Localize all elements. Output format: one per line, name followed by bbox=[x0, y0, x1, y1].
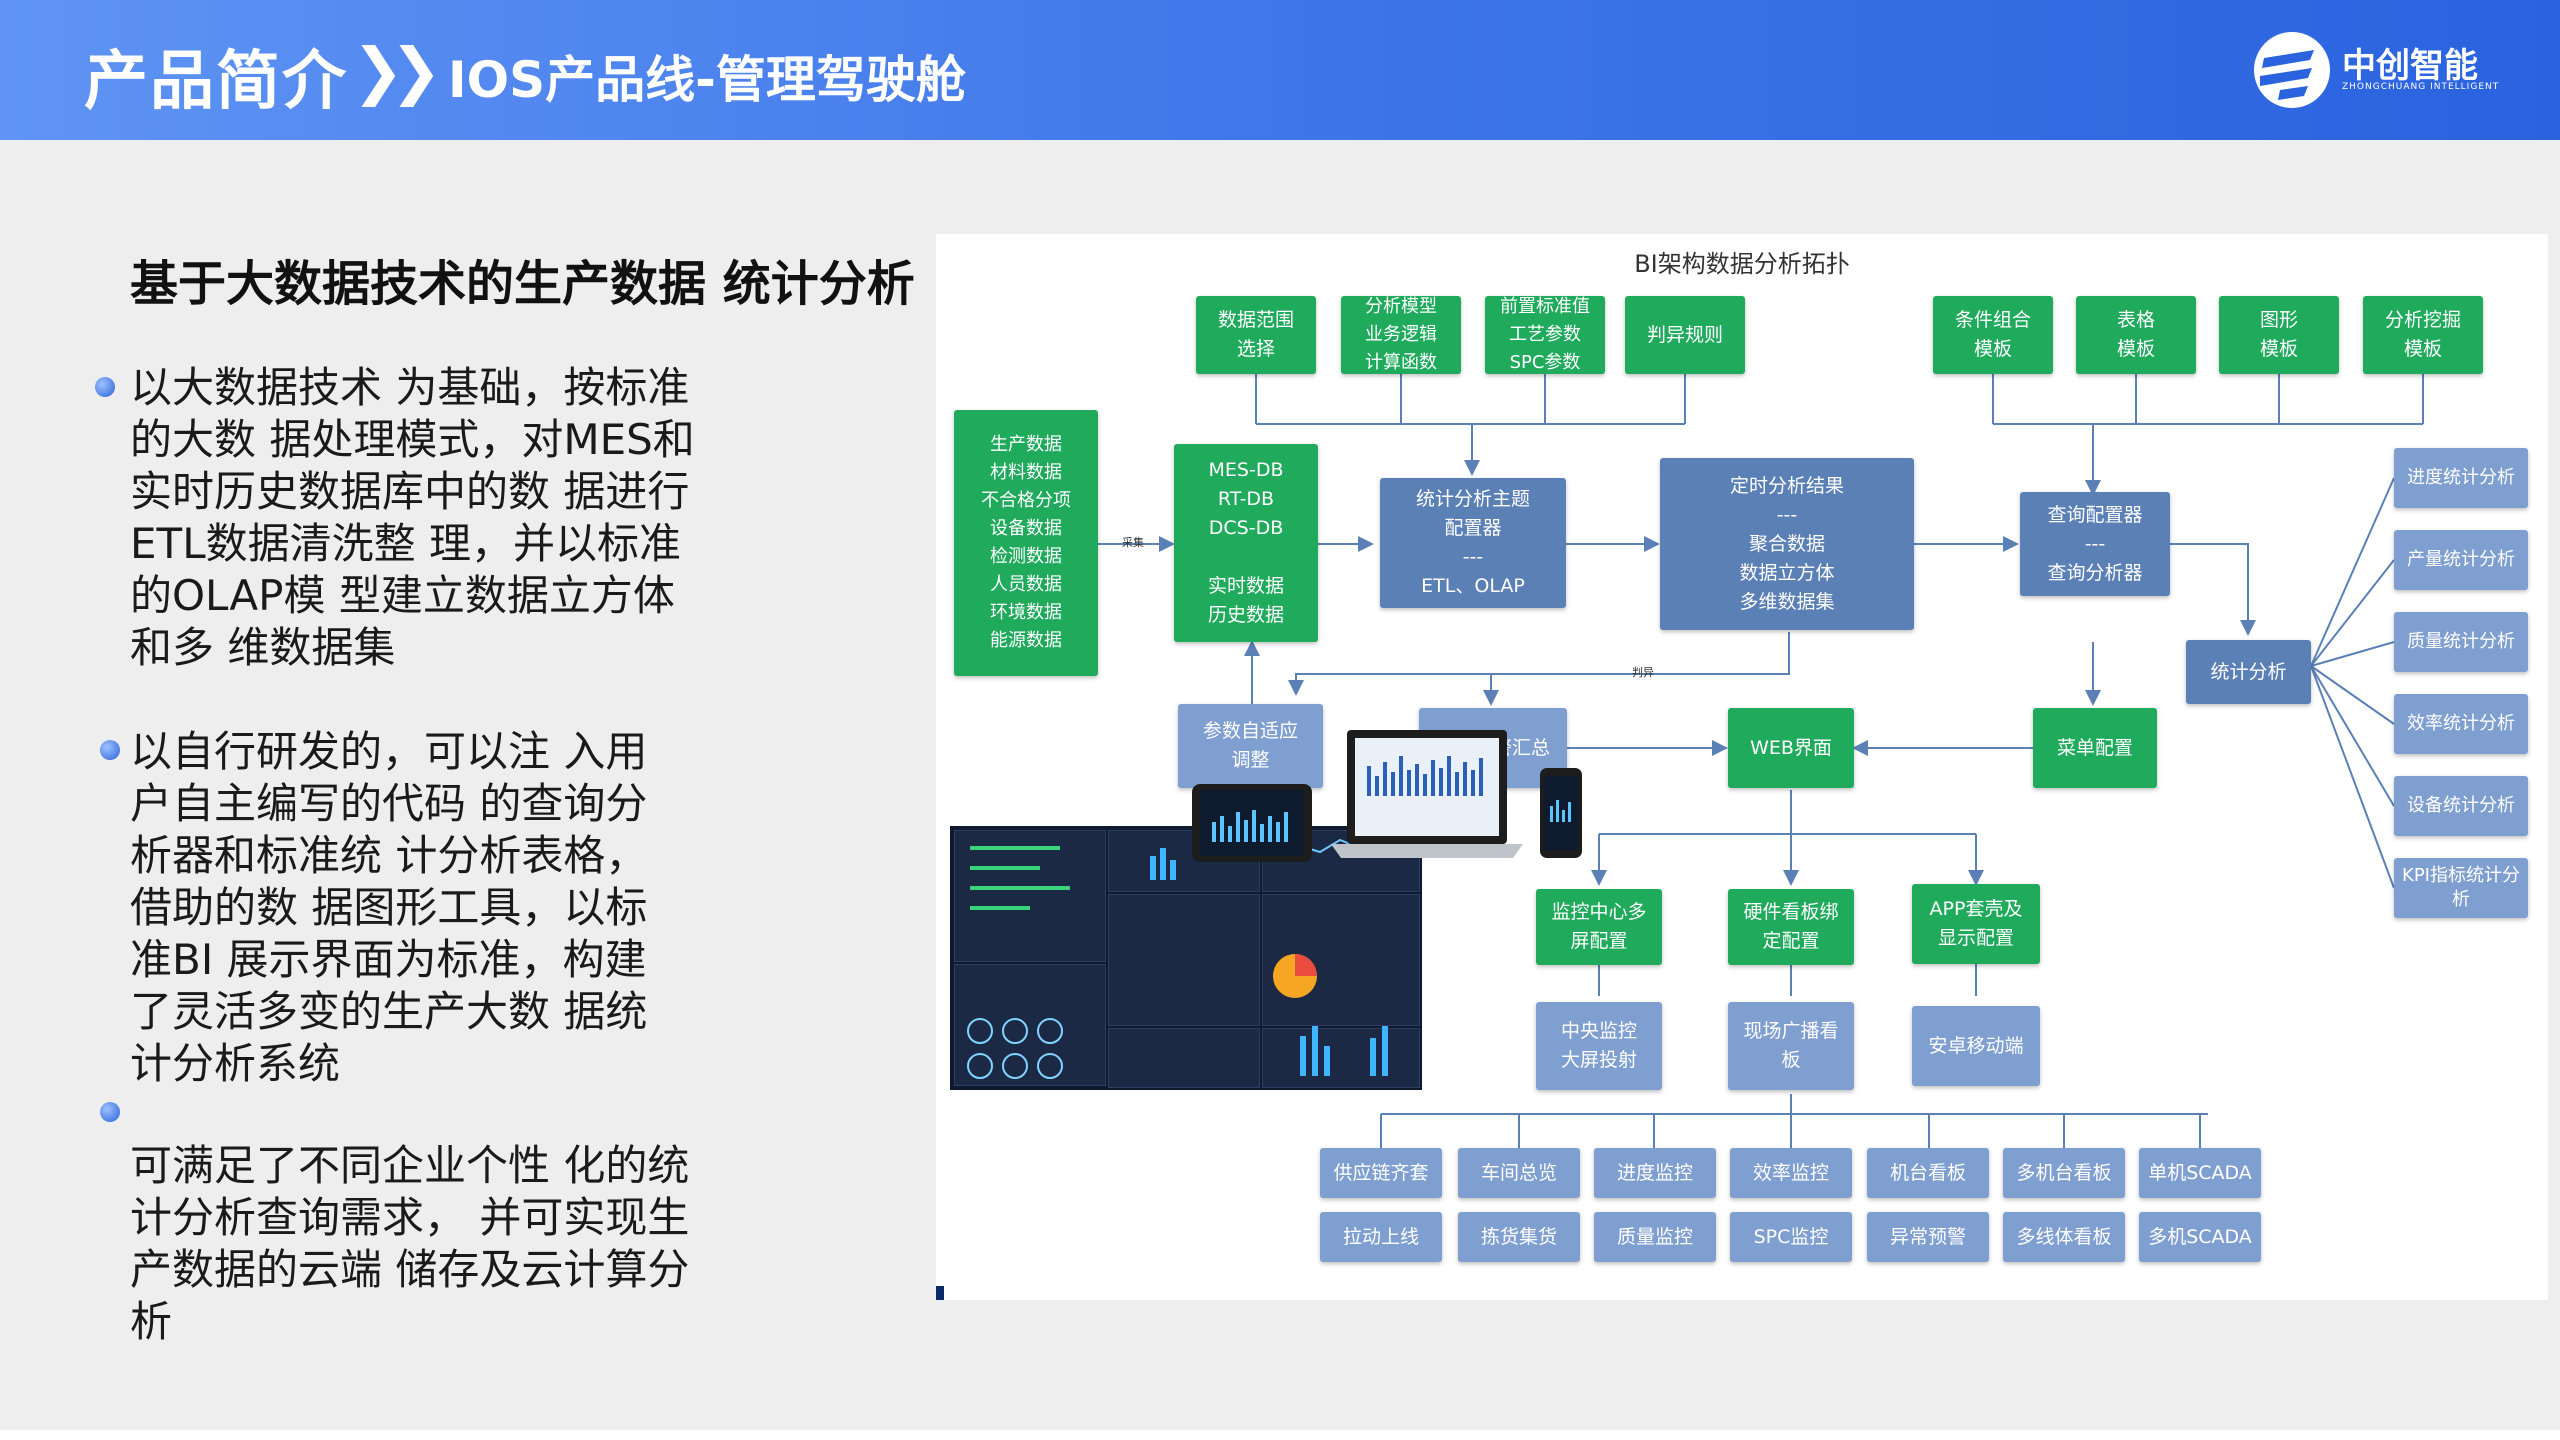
bullet-icon bbox=[100, 1102, 120, 1122]
bottom-band bbox=[0, 1430, 2560, 1440]
stats-box: 统计分析 bbox=[2186, 640, 2311, 704]
bottom-box-spc: SPC监控 bbox=[1730, 1212, 1852, 1262]
logo-text: 中创智能 bbox=[2342, 46, 2478, 86]
section-heading: 基于大数据技术的生产数据 统计分析 bbox=[130, 256, 915, 312]
bottom-box-workshop: 车间总览 bbox=[1458, 1148, 1580, 1198]
right-box-quality: 质量统计分析 bbox=[2394, 612, 2528, 672]
database-box: MES-DB RT-DB DCS-DB 实时数据 历史数据 bbox=[1174, 444, 1318, 642]
right-box-kpi: KPI指标统计分 析 bbox=[2394, 858, 2528, 918]
bottom-box-quality: 质量监控 bbox=[1594, 1212, 1716, 1262]
bi-architecture-diagram: BI架构数据分析拓扑 采集 判异 数据范围 选择 分析模型 业务逻辑 计算函数 … bbox=[936, 234, 2548, 1300]
bottom-box-multi-scada: 多机SCADA bbox=[2139, 1212, 2261, 1262]
mid-box-app-config: APP套壳及 显示配置 bbox=[1912, 884, 2040, 964]
menu-box: 菜单配置 bbox=[2033, 708, 2157, 788]
data-source-box: 生产数据 材料数据 不合格分项 设备数据 检测数据 人员数据 环境数据 能源数据 bbox=[954, 410, 1098, 676]
bottom-box-efficiency: 效率监控 bbox=[1730, 1148, 1852, 1198]
query-box: 查询配置器 --- 查询分析器 bbox=[2020, 492, 2170, 596]
mid-box-central: 中央监控 大屏投射 bbox=[1536, 1002, 1662, 1090]
bottom-box-scada: 单机SCADA bbox=[2139, 1148, 2261, 1198]
slide-marker bbox=[936, 1286, 944, 1300]
top-box-graph: 图形 模板 bbox=[2219, 296, 2339, 374]
mid-box-broadcast: 现场广播看 板 bbox=[1728, 1002, 1854, 1090]
bottom-box-supply: 供应链齐套 bbox=[1320, 1148, 1442, 1198]
mid-box-monitor-config: 监控中心多 屏配置 bbox=[1536, 889, 1662, 965]
label-collect: 采集 bbox=[1122, 536, 1144, 549]
right-box-output: 产量统计分析 bbox=[2394, 530, 2528, 590]
top-box-range: 数据范围 选择 bbox=[1196, 296, 1316, 374]
company-logo: 中创智能 ZHONGCHUANG INTELLIGENT bbox=[2250, 26, 2510, 116]
bottom-box-alert: 异常预警 bbox=[1867, 1212, 1989, 1262]
right-box-equipment: 设备统计分析 bbox=[2394, 776, 2528, 836]
bottom-box-picking: 拣货集货 bbox=[1458, 1212, 1580, 1262]
label-judge: 判异 bbox=[1632, 666, 1654, 679]
top-box-table: 表格 模板 bbox=[2076, 296, 2196, 374]
chevron-double-right-icon: ❯❯ bbox=[352, 34, 442, 107]
mid-box-hardware-config: 硬件看板绑 定配置 bbox=[1728, 889, 1854, 965]
laptop-icon bbox=[1331, 730, 1523, 858]
web-box: WEB界面 bbox=[1728, 708, 1854, 788]
bottom-box-pull: 拉动上线 bbox=[1320, 1212, 1442, 1262]
param-box: 参数自适应 调整 bbox=[1178, 704, 1323, 788]
logo-subtext: ZHONGCHUANG INTELLIGENT bbox=[2342, 82, 2500, 92]
diagram-title: BI架构数据分析拓扑 bbox=[1634, 250, 1850, 278]
dashboard-screenshot bbox=[950, 826, 1422, 1090]
top-box-model: 分析模型 业务逻辑 计算函数 bbox=[1341, 296, 1461, 374]
top-box-rules: 判异规则 bbox=[1625, 296, 1745, 374]
paragraph-1: 以大数据技术 为基础，按标准 的大数 据处理模式，对MES和 实时历史数据库中的… bbox=[130, 363, 695, 672]
header-bar: 产品简介 ❯❯ IOS产品线-管理驾驶舱 中创智能 ZHONGCHUANG IN… bbox=[0, 0, 2560, 140]
paragraph-2: 以自行研发的，可以注 入用 户自主编写的代码 的查询分 析器和标准统 计分析表格… bbox=[130, 727, 648, 1088]
results-box: 定时分析结果 --- 聚合数据 数据立方体 多维数据集 bbox=[1660, 458, 1914, 630]
right-box-efficiency: 效率统计分析 bbox=[2394, 694, 2528, 754]
top-box-preset: 前置标准值 工艺参数 SPC参数 bbox=[1485, 296, 1605, 374]
mid-box-android: 安卓移动端 bbox=[1912, 1006, 2040, 1086]
page-title: 产品简介 bbox=[84, 45, 348, 119]
bottom-box-progress: 进度监控 bbox=[1594, 1148, 1716, 1198]
bullet-icon bbox=[95, 377, 115, 397]
connector-lines bbox=[1098, 374, 2424, 1148]
tablet-icon bbox=[1192, 784, 1312, 862]
phone-icon bbox=[1540, 768, 1582, 858]
right-box-progress: 进度统计分析 bbox=[2394, 448, 2528, 508]
paragraph-3: 可满足了不同企业个性 化的统 计分析查询需求， 并可实现生 产数据的云端 储存及… bbox=[130, 1141, 690, 1346]
top-box-condition: 条件组合 模板 bbox=[1933, 296, 2053, 374]
bullet-icon bbox=[100, 740, 120, 760]
page-subtitle: IOS产品线-管理驾驶舱 bbox=[448, 51, 966, 109]
bottom-box-multi-machine: 多机台看板 bbox=[2003, 1148, 2125, 1198]
top-box-mining: 分析挖掘 模板 bbox=[2363, 296, 2483, 374]
company-logo-icon bbox=[2254, 32, 2330, 108]
configurator-box: 统计分析主题 配置器 --- ETL、OLAP bbox=[1380, 478, 1566, 608]
bottom-box-multiline: 多线体看板 bbox=[2003, 1212, 2125, 1262]
bottom-box-machine: 机台看板 bbox=[1867, 1148, 1989, 1198]
